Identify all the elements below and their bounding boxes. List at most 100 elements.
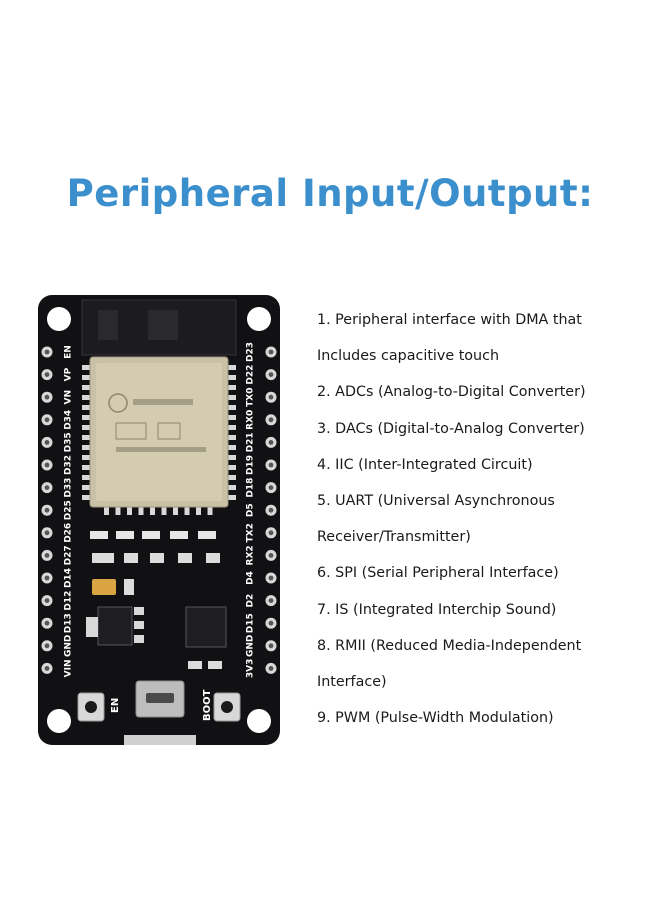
regulator-pin [134, 607, 144, 615]
module-pad [82, 365, 92, 370]
pin-label: D25 [64, 500, 74, 520]
module-pad [82, 385, 92, 390]
header-pin-hole [268, 530, 274, 536]
feature-item: 5. UART (Universal Asynchronous [317, 492, 555, 509]
feature-item: 6. SPI (Serial Peripheral Interface) [317, 565, 559, 582]
pin-label: EN [64, 345, 74, 359]
module-pad [226, 475, 236, 480]
smd-capacitor [208, 661, 222, 669]
pin-label: D27 [64, 545, 74, 565]
header-pin-hole [44, 440, 50, 445]
pin-label: D4 [246, 571, 256, 585]
header-pin-hole [44, 507, 50, 513]
pin-label: D2 [246, 594, 256, 608]
header-pin-hole [44, 417, 50, 423]
module-pad [115, 505, 121, 515]
smd-resistor [116, 531, 134, 539]
smd-capacitor [188, 661, 202, 669]
esp32-board-illustration: ENVPVND34D35D32D33D25D26D27D14D12D13GNDV… [38, 295, 280, 745]
wifi-logo-icon [108, 393, 128, 413]
module-label-mark [133, 399, 193, 405]
feature-item: 1. Peripheral interface with DMA that [317, 312, 582, 328]
header-pin-hole [268, 349, 274, 355]
micro-usb-opening [146, 693, 174, 703]
module-id-mark [116, 447, 206, 452]
module-pad [104, 505, 109, 515]
page-title: Peripheral Input/Output: [66, 172, 594, 215]
header-pin-hole [268, 620, 274, 626]
pin-label: D22 [246, 365, 256, 385]
fcc-mark-icon [157, 422, 181, 440]
module-pad [82, 485, 92, 490]
module-pad [82, 425, 92, 430]
pin-label: D14 [64, 568, 74, 588]
module-pads [82, 365, 236, 515]
right-header-pins [265, 346, 277, 674]
feature-item: 4. IIC (Inter-Integrated Circuit) [317, 456, 533, 473]
module-pad [226, 435, 236, 440]
module-pad [82, 415, 92, 420]
pin-label: D35 [64, 432, 74, 452]
header-pin-hole [268, 372, 274, 377]
header-pin-hole [44, 553, 50, 558]
pin-label: VP [64, 367, 74, 381]
pin-label: GND [246, 635, 256, 657]
mounting-hole [47, 709, 71, 733]
mounting-hole [247, 709, 271, 733]
mounting-hole [47, 307, 71, 331]
usb-shell-bottom [124, 735, 196, 745]
left-header-pins [41, 346, 53, 674]
header-pin-hole [268, 462, 274, 468]
module-pad [226, 385, 236, 390]
smd-capacitor [92, 553, 114, 563]
module-pad [82, 435, 92, 440]
smd-capacitor [150, 553, 164, 563]
feature-item: 9. PWM (Pulse-Width Modulation) [317, 710, 554, 727]
module-pad [150, 505, 155, 515]
module-shield-inner [96, 363, 222, 501]
header-pin-hole [268, 485, 274, 490]
header-pin-hole [44, 598, 50, 603]
smd-resistor [142, 531, 160, 539]
feature-item: 8. RMII (Reduced Media-Independent [317, 637, 582, 654]
module-pad [226, 485, 236, 490]
header-pin-hole [44, 372, 50, 377]
module-pad [82, 465, 92, 470]
smd-components [86, 531, 227, 669]
module-pad [226, 375, 236, 380]
feature-item: Includes capacitive touch [317, 348, 500, 365]
module-pad [82, 495, 92, 500]
smd-capacitor [206, 553, 220, 563]
pin-label: D12 [64, 591, 74, 611]
header-pin-hole [44, 394, 50, 400]
pin-label: D15 [246, 613, 256, 633]
feature-item: 2. ADCs (Analog-to-Digital Converter) [317, 384, 586, 401]
header-pin-hole [44, 620, 50, 626]
antenna-trace [98, 310, 118, 340]
module-pad [161, 505, 167, 515]
smd-capacitor [124, 553, 138, 563]
feature-item: 3. DACs (Digital-to-Analog Converter) [317, 420, 585, 437]
usb-uart-chip [185, 606, 227, 648]
pin-label: D13 [64, 613, 74, 633]
regulator-pin [134, 621, 144, 629]
module-pad [196, 505, 201, 515]
en-button-cap [85, 701, 97, 713]
module-pad [226, 425, 236, 430]
pin-label: D5 [246, 503, 256, 517]
pin-label: RX0 [246, 410, 256, 430]
pin-label: D32 [64, 455, 74, 475]
feature-item: Receiver/Transmitter) [317, 529, 471, 546]
header-pin-hole [44, 643, 50, 649]
smd-capacitor [124, 579, 134, 595]
module-pad [226, 395, 236, 400]
module-pad [82, 445, 92, 450]
pin-label: VIN [64, 659, 74, 677]
module-pad [82, 475, 92, 480]
header-pin-hole [44, 462, 50, 468]
pin-label: D33 [64, 478, 74, 498]
boot-button-cap [221, 701, 233, 713]
smd-resistor [198, 531, 216, 539]
